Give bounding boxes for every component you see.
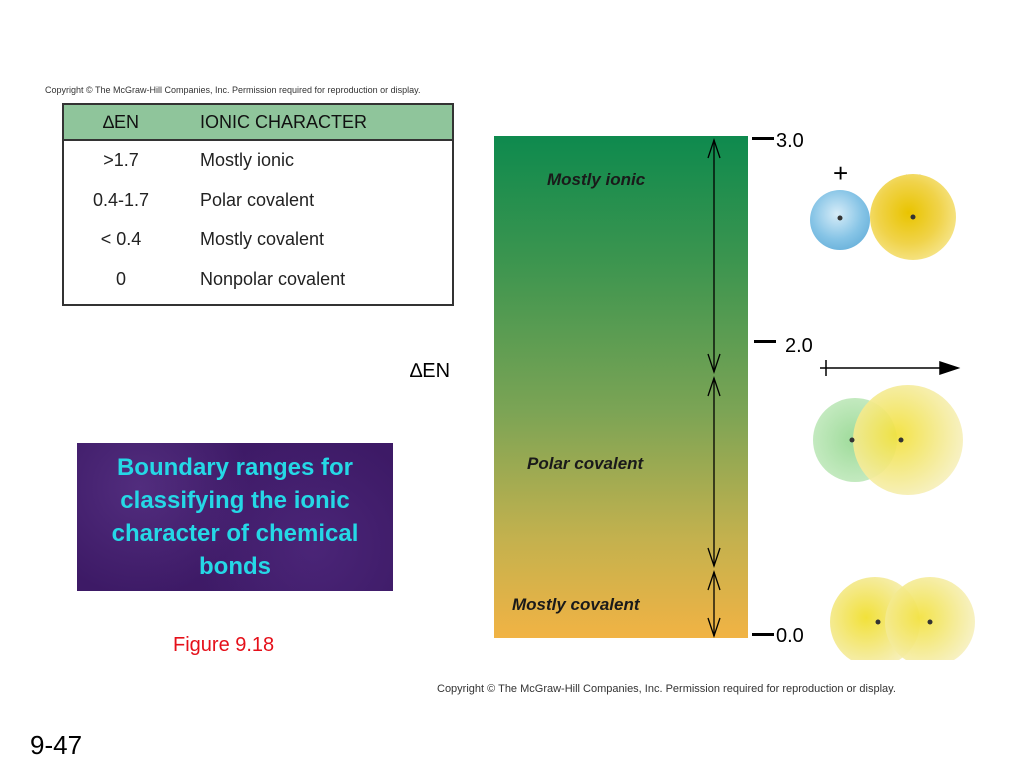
table-row: 0.4-1.7 Polar covalent <box>63 181 453 221</box>
nonpolar-covalent-molecule <box>830 577 975 660</box>
delta-en-value: >1.7 <box>103 150 139 171</box>
ionic-character-value: Nonpolar covalent <box>200 268 346 289</box>
yellow-sphere <box>853 385 963 495</box>
polar-covalent-molecule <box>813 385 963 495</box>
tick-label-3: 3.0 <box>776 130 804 152</box>
header-ionic-character: IONIC CHARACTER <box>178 104 453 141</box>
arrowhead-down-icon <box>707 547 721 569</box>
arrowhead-up-icon <box>707 569 721 591</box>
table-row: < 0.4 Mostly covalent <box>63 220 453 260</box>
table-row: 0 Nonpolar covalent <box>63 260 453 306</box>
ionic-molecule <box>810 174 956 260</box>
tick-mark-0 <box>752 633 774 636</box>
copyright-notice-bottom: Copyright © The McGraw-Hill Companies, I… <box>437 683 896 695</box>
slide-number: 9-47 <box>30 730 83 760</box>
tick-mark-3 <box>752 137 774 140</box>
tick-mark-2 <box>754 340 776 343</box>
zone-label-mostly-covalent: Mostly covalent <box>512 595 640 614</box>
arrowhead-down-icon <box>707 353 721 375</box>
caption-box: Boundary ranges for classifying the ioni… <box>77 443 393 591</box>
arrowhead-up-icon <box>707 137 721 159</box>
molecule-illustrations <box>810 174 975 660</box>
delta-en-value: 0.4-1.7 <box>92 189 150 210</box>
axis-label-delta-en: ∆EN <box>410 360 451 382</box>
delta-en-value: 0 <box>115 268 126 289</box>
tick-label-0: 0.0 <box>776 625 804 647</box>
header-delta-en: ∆EN <box>63 104 178 141</box>
right-atom-sphere <box>885 577 975 660</box>
plus-charge-icon: + <box>833 158 849 188</box>
figure-label: Figure 9.18 <box>173 634 275 656</box>
delta-en-gradient-scale <box>494 136 748 638</box>
caption-text: Boundary ranges for classifying the ioni… <box>111 454 359 580</box>
ionic-character-value: Polar covalent <box>200 189 315 210</box>
zone-label-polar-covalent: Polar covalent <box>527 454 644 473</box>
table-row: >1.7 Mostly ionic <box>63 140 453 181</box>
arrowhead-right-icon <box>939 360 961 376</box>
arrowhead-down-icon <box>707 617 721 639</box>
ionic-character-value: Mostly covalent <box>200 229 325 250</box>
arrowhead-up-icon <box>707 375 721 397</box>
tick-label-2: 2.0 <box>785 335 813 357</box>
copyright-notice-top: Copyright © The McGraw-Hill Companies, I… <box>45 85 421 95</box>
ionic-character-value: Mostly ionic <box>200 150 295 171</box>
ionic-character-table: ∆EN IONIC CHARACTER >1.7 Mostly ionic 0.… <box>62 103 454 306</box>
delta-en-value: < 0.4 <box>100 229 142 250</box>
table-header-row: ∆EN IONIC CHARACTER <box>63 104 453 141</box>
zone-label-mostly-ionic: Mostly ionic <box>547 170 646 189</box>
